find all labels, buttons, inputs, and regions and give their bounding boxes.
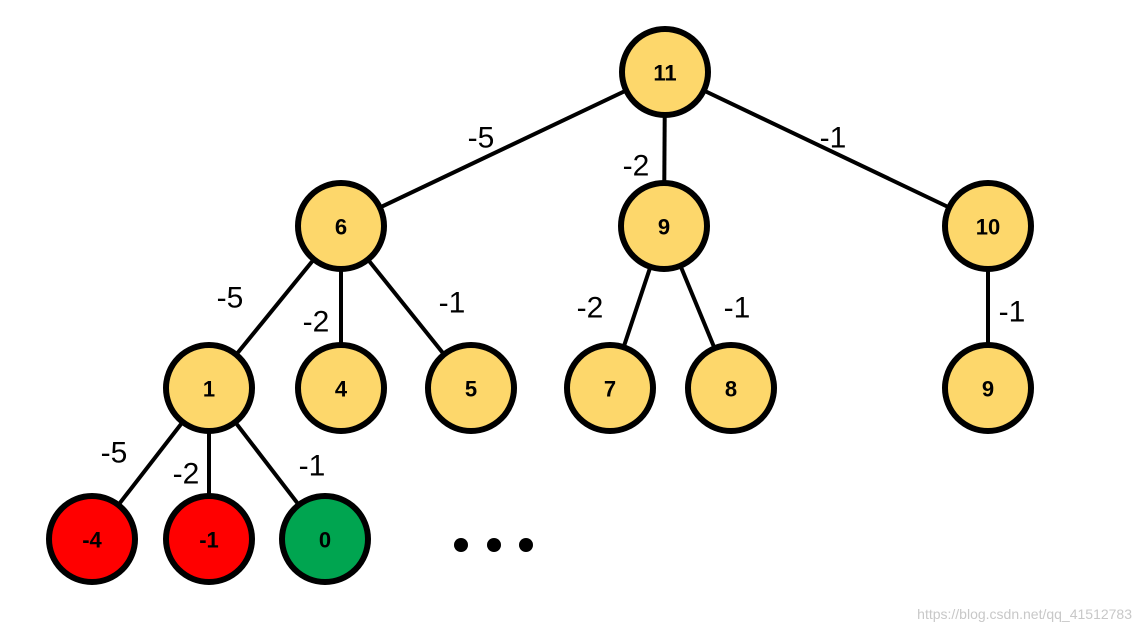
node-label: 8: [725, 377, 737, 402]
node-circle: [942, 180, 1034, 272]
ellipsis-dot: [487, 538, 501, 552]
node-label: 6: [335, 215, 347, 240]
node-label: -1: [199, 528, 219, 553]
node-circle: [163, 493, 255, 585]
node-label: 7: [604, 377, 616, 402]
node-circle: [942, 342, 1034, 434]
node-a1: 1: [163, 342, 255, 434]
node-b1: 7: [564, 342, 656, 434]
node-circle: [685, 342, 777, 434]
node-c1: 9: [942, 342, 1034, 434]
node-circle: [425, 342, 517, 434]
edge-label-a1-d1: -5: [101, 437, 128, 470]
node-c: 10: [942, 180, 1034, 272]
node-a: 6: [295, 180, 387, 272]
node-b2: 8: [685, 342, 777, 434]
edge-label-b-b2: -1: [724, 292, 751, 325]
node-label: 5: [465, 377, 477, 402]
ellipsis-dot: [454, 538, 468, 552]
nodes-layer: 11 6 9 10 1 4 5 7 8 9 -4 -1 0: [46, 26, 1034, 585]
node-circle: [295, 342, 387, 434]
node-root: 11: [619, 26, 711, 118]
node-circle: [618, 180, 710, 272]
node-label: 9: [658, 215, 670, 240]
node-d2: -1: [163, 493, 255, 585]
edge-root-c: [664, 70, 989, 228]
edge-label-a1-d3: -1: [299, 450, 326, 483]
node-circle: [279, 493, 371, 585]
edge-label-b-b1: -2: [577, 292, 604, 325]
node-label: -4: [82, 528, 102, 553]
node-a3: 5: [425, 342, 517, 434]
node-a2: 4: [295, 342, 387, 434]
node-d1: -4: [46, 493, 138, 585]
node-circle: [295, 180, 387, 272]
node-label: 11: [653, 61, 676, 86]
node-label: 4: [335, 377, 348, 402]
node-label: 10: [976, 215, 1000, 240]
edge-labels-layer: -5 -2 -1 -5 -2 -1 -2 -1 -1 -5 -2 -1: [101, 122, 1026, 491]
node-b: 9: [618, 180, 710, 272]
edge-label-a-a1: -5: [217, 282, 244, 315]
node-circle: [619, 26, 711, 118]
node-d3: 0: [279, 493, 371, 585]
edge-label-a1-d2: -2: [173, 458, 200, 491]
ellipsis-dot: [519, 538, 533, 552]
node-circle: [564, 342, 656, 434]
edge-label-root-c: -1: [820, 122, 847, 155]
ellipsis: [454, 538, 533, 552]
edge-root-a: [340, 70, 666, 228]
node-label: 9: [982, 377, 994, 402]
edge-label-root-b: -2: [623, 150, 650, 183]
edge-label-a-a3: -1: [439, 287, 466, 320]
node-circle: [163, 342, 255, 434]
edge-label-a-a2: -2: [303, 306, 330, 339]
node-circle: [46, 493, 138, 585]
edge-label-c-c1: -1: [999, 296, 1026, 329]
node-label: 0: [319, 528, 331, 553]
edge-label-root-a: -5: [468, 122, 495, 155]
node-label: 1: [203, 377, 215, 402]
watermark: https://blog.csdn.net/qq_41512783: [917, 606, 1132, 622]
